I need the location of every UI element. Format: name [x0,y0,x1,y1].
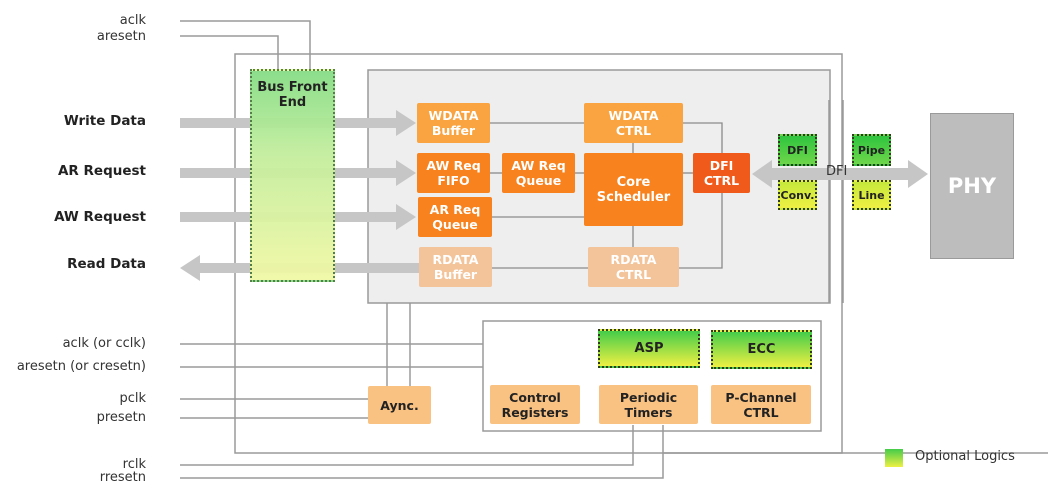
wdata-ctrl-block: WDATA CTRL [584,103,683,143]
signal-aclk: aclk [119,13,146,28]
ecc-block: ECC [711,330,812,369]
aclk-wire [180,20,311,69]
rclk-wire [180,425,634,466]
port-write-data: Write Data [63,113,146,129]
ar-req-queue-block: AR Req Queue [418,197,492,237]
rdata-ctrl-block: RDATA CTRL [588,247,679,287]
aresetn-wire [180,35,279,69]
rdata-buffer-block: RDATA Buffer [419,247,492,287]
periodic-timers-block: Periodic Timers [599,385,698,424]
controller-outer-frame [234,53,843,454]
port-aw-request: AW Request [54,209,146,225]
async-block: Aync. [368,386,431,424]
signal-pclk: pclk [119,391,146,406]
legend-swatch-icon [885,449,903,467]
legend-label: Optional Logics [915,449,1015,464]
aw-req-fifo-block: AW Req FIFO [417,153,490,193]
dfi-conv-bottom: Conv. [778,180,817,210]
phy-block: PHY [930,113,1014,259]
dfi-interface-label: DFI [826,164,848,179]
signal-aclk-cclk: aclk (or cclk) [62,336,146,351]
signal-aresetn-cresetn: aresetn (or cresetn) [16,359,146,374]
aw-req-queue-block: AW Req Queue [502,153,575,193]
port-ar-request: AR Request [57,163,146,179]
pipe-line-top: Pipe [852,134,891,166]
p-channel-ctrl-block: P-Channel CTRL [711,385,811,424]
control-registers-block: Control Registers [490,385,580,424]
wdata-buffer-block: WDATA Buffer [417,103,490,143]
bus-front-end-block [250,69,335,282]
port-read-data: Read Data [67,256,146,272]
dfi-ctrl-block: DFI CTRL [693,153,750,193]
signal-rclk: rclk [122,457,146,472]
signal-presetn: presetn [96,410,146,425]
signal-rresetn: rresetn [99,470,146,485]
signal-aresetn: aresetn [96,29,146,44]
dfi-conv-top: DFI [778,134,817,166]
pipe-line-bottom: Line [852,180,891,210]
asp-block: ASP [598,329,700,368]
core-scheduler-block: Core Scheduler [584,153,683,226]
bus-front-end-label: Bus Front End [257,80,328,110]
rresetn-wire [180,425,664,479]
